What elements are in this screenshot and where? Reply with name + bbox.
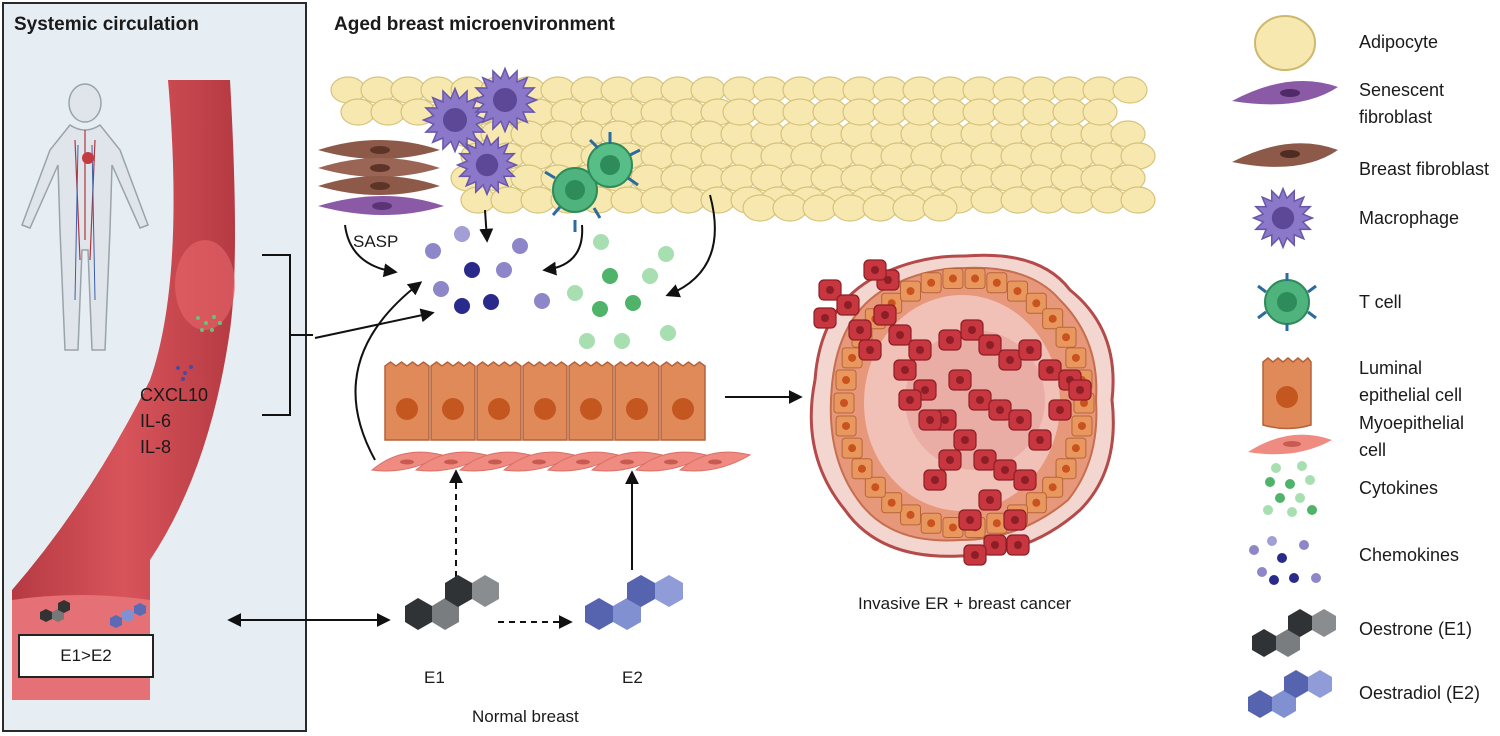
legend-breast-fibroblast: Breast fibroblast: [1359, 159, 1490, 179]
cancer-label: Invasive ER + breast cancer: [858, 594, 1072, 613]
t-cell-cluster: [544, 132, 641, 232]
factor-cxcl10: CXCL10: [140, 385, 209, 405]
cytokines-icon: [1263, 461, 1317, 517]
cytokine-dots: [567, 234, 676, 349]
macrophage-icon: [1251, 186, 1315, 250]
legend-cytokines: Cytokines: [1359, 478, 1439, 498]
vessel-cytokine-dots: [196, 315, 222, 332]
chemokines-icon: [1249, 536, 1321, 585]
human-figure-icon: [21, 83, 149, 351]
luminal-epithelial-row: [384, 361, 706, 441]
e2-label: E2: [622, 668, 643, 687]
luminal-cell-icon: [1262, 356, 1312, 430]
macrophage-cluster: [421, 66, 539, 197]
e1-e2-ratio-box: E1>E2: [18, 634, 154, 678]
normal-breast-label: Normal breast: [472, 707, 579, 726]
oestrone-icon: [1252, 609, 1336, 657]
e1-label: E1: [424, 668, 445, 687]
oestrone-e1-molecule: [405, 575, 499, 630]
arrows: [227, 194, 803, 629]
myoepithelial-row: [370, 451, 752, 472]
breast-fibroblast-icon: [1232, 143, 1338, 167]
senescent-fibroblast-icon: [1232, 80, 1338, 105]
adipocyte-icon: [1254, 15, 1316, 71]
legend-oestradiol: Oestradiol (E2): [1359, 683, 1481, 703]
legend-senescent-fibroblast: Senescent fibroblast: [1359, 80, 1445, 127]
systemic-circulation-title: Systemic circulation: [14, 14, 199, 35]
legend-macrophage: Macrophage: [1359, 208, 1460, 228]
factor-il8: IL-8: [140, 437, 172, 457]
legend-t-cell: T cell: [1359, 292, 1402, 312]
myoepithelial-cell-icon: [1248, 434, 1332, 455]
legend-chemokines: Chemokines: [1359, 545, 1460, 565]
oestradiol-e2-molecule: [585, 575, 683, 630]
legend-oestrone: Oestrone (E1): [1359, 619, 1473, 639]
vessel-e2-icon: [110, 603, 146, 628]
sasp-label: SASP: [353, 232, 399, 251]
vessel-e1-icon: [40, 600, 70, 622]
t-cell-icon: [1257, 273, 1317, 331]
oestradiol-icon: [1248, 670, 1332, 718]
legend-adipocyte: Adipocyte: [1359, 32, 1439, 52]
chemokine-dots: [425, 226, 550, 314]
legend-luminal-cell: Luminal epithelial cell: [1359, 358, 1463, 405]
legend-myoepithelial-cell: Myoepithelial cell: [1359, 413, 1465, 460]
factor-il6: IL-6: [140, 411, 172, 431]
bracket-line: [262, 254, 313, 416]
tumour-cells: [813, 259, 1095, 566]
tumour-duct: [809, 253, 1115, 558]
adipocyte-band: [330, 76, 1156, 222]
breast-fibroblast-stack: [318, 140, 444, 215]
vessel-chemokine-dots: [176, 365, 193, 381]
aged-breast-title: Aged breast microenvironment: [334, 14, 615, 35]
